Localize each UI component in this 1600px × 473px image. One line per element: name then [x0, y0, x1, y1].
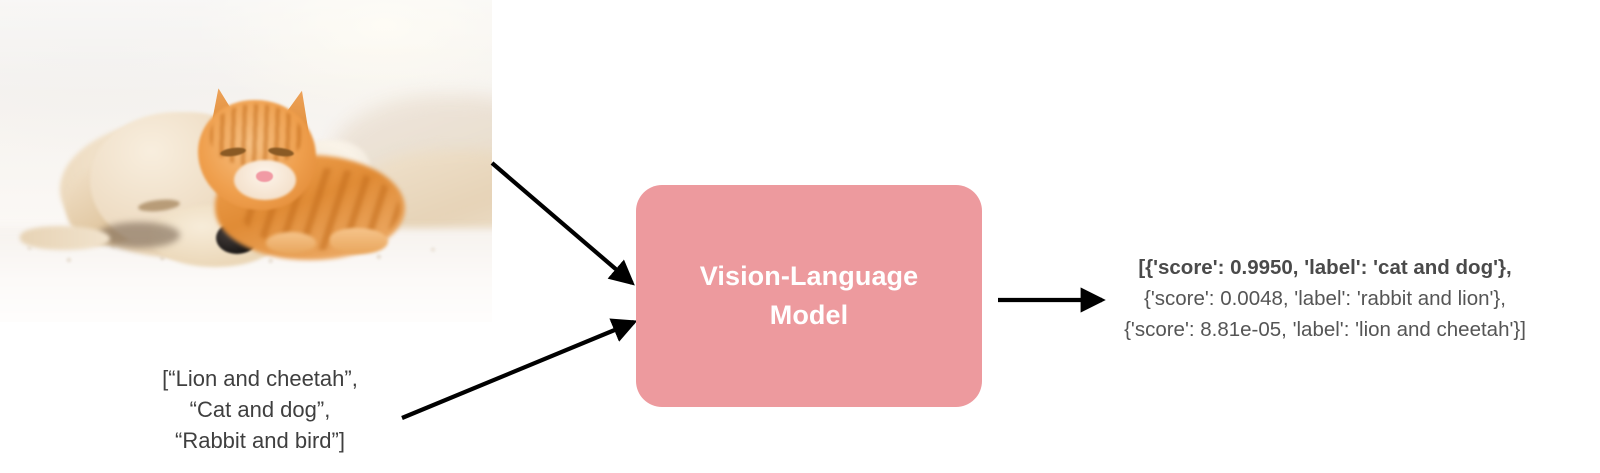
- kitten-paw-front: [330, 228, 388, 254]
- model-name-line-2: Model: [769, 300, 849, 330]
- input-image: [0, 0, 492, 322]
- vision-language-model-box: Vision-Language Model: [636, 185, 982, 407]
- model-output: [{'score': 0.9950, 'label': 'cat and dog…: [1075, 252, 1575, 345]
- output-prediction-1: [{'score': 0.9950, 'label': 'cat and dog…: [1138, 256, 1512, 279]
- prompt-line-3: “Rabbit and bird”]: [175, 428, 345, 454]
- model-name: Vision-Language Model: [700, 257, 919, 335]
- kitten-face-stripes: [210, 104, 302, 166]
- arrow-image-to-model: [490, 161, 635, 286]
- puppy-face-shadow: [98, 222, 180, 248]
- output-prediction-2: {'score': 0.0048, 'label': 'rabbit and l…: [1144, 287, 1506, 311]
- prompt-line-1: [“Lion and cheetah”,: [162, 366, 358, 391]
- puppy-paw: [20, 226, 110, 250]
- model-name-line-1: Vision-Language: [699, 260, 919, 291]
- output-prediction-3: {'score': 8.81e-05, 'label': 'lion and c…: [1124, 318, 1526, 342]
- kitten-nose: [256, 171, 273, 182]
- kitten-paw-rear: [266, 232, 316, 254]
- prompt-label-list: [“Lion and cheetah”, “Cat and dog”, “Rab…: [60, 363, 460, 457]
- prompt-line-2: “Cat and dog”,: [189, 397, 331, 423]
